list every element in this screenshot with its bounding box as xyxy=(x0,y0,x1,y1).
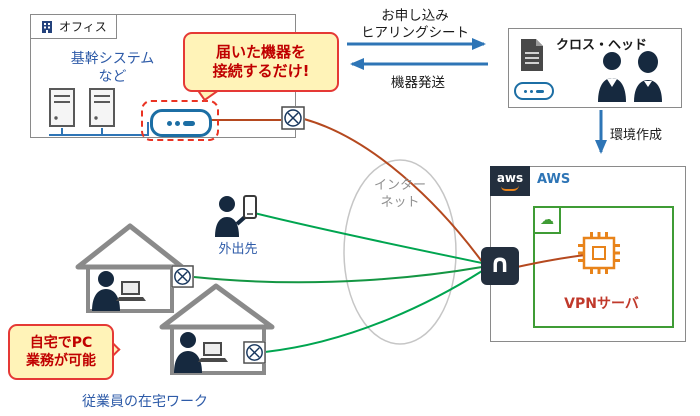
device-callout-line2: 接続するだけ! xyxy=(212,62,310,80)
remote-work-label: 従業員の在宅ワーク xyxy=(82,394,208,410)
core-system-line1: 基幹システム xyxy=(70,51,155,67)
house1-roof xyxy=(75,223,185,270)
home-callout-line2: 業務が可能 xyxy=(26,353,96,369)
house2-router-icon xyxy=(243,341,266,364)
mobile-label: 外出先 xyxy=(218,242,258,257)
laptop-icon xyxy=(121,281,140,295)
vpn-gateway-icon: ∩ xyxy=(481,247,519,285)
device-callout-line1: 届いた機器を xyxy=(215,42,306,61)
home-callout-line1: 自宅でPC xyxy=(29,334,93,351)
gateway-glyph: ∩ xyxy=(489,249,511,278)
office-router-device xyxy=(150,109,212,137)
crosshead-title: クロス・ヘッド xyxy=(556,38,648,53)
new-device-highlight xyxy=(141,100,219,141)
aws-smile-icon xyxy=(501,185,519,191)
vpn-line-internet xyxy=(303,118,484,264)
router-led xyxy=(536,89,544,93)
core-system-line2: など xyxy=(98,69,127,86)
shipping-label: 機器発送 xyxy=(391,75,445,91)
router-led xyxy=(167,120,172,126)
vpn-server-label: VPNサーバ xyxy=(564,296,639,312)
application-label-line2: ヒアリングシート xyxy=(361,25,469,41)
env-creation-label: 環境作成 xyxy=(610,128,663,143)
remote-line-house1 xyxy=(193,266,483,284)
vpc-cloud-icon: ☁ xyxy=(533,206,561,234)
house2-roof xyxy=(159,283,275,330)
office-title: オフィス xyxy=(59,20,107,34)
aws-logo: aws xyxy=(490,166,530,196)
router-led xyxy=(183,120,195,126)
vpn-line-aws xyxy=(516,254,587,268)
device-callout: 届いた機器を 接続するだけ! xyxy=(183,32,339,92)
router-led xyxy=(175,120,180,126)
internet-line1: インター xyxy=(373,178,426,193)
remote-line-mobile xyxy=(253,212,483,264)
office-title-tab: オフィス xyxy=(30,14,117,39)
mobile-person-icon xyxy=(215,195,257,237)
router-led xyxy=(530,89,533,93)
core-system-label: 基幹システム など xyxy=(55,50,170,86)
aws-logo-text: aws xyxy=(496,170,524,185)
aws-label: AWS xyxy=(537,172,571,187)
cloud-glyph: ☁ xyxy=(540,212,554,228)
laptop-icon xyxy=(203,342,222,356)
server-icon xyxy=(49,88,75,127)
application-label-line1: お申し込み xyxy=(381,8,449,24)
internet-label: インター ネット xyxy=(372,178,428,212)
server-icon xyxy=(89,88,115,127)
vpc-box xyxy=(533,206,674,328)
office-edge-router-icon xyxy=(281,106,305,130)
vpn-server-chip-icon xyxy=(578,232,620,274)
house1-router-icon xyxy=(171,265,194,288)
staff-people-icon xyxy=(598,51,662,102)
remote-line-house2 xyxy=(264,270,483,353)
home-callout: 自宅でPC 業務が可能 xyxy=(8,324,114,380)
crosshead-router-device xyxy=(514,82,554,100)
building-icon xyxy=(42,20,52,33)
document-icon xyxy=(521,39,543,71)
internet-ellipse xyxy=(343,159,457,345)
internet-line2: ネット xyxy=(380,194,420,210)
router-led xyxy=(524,89,527,93)
